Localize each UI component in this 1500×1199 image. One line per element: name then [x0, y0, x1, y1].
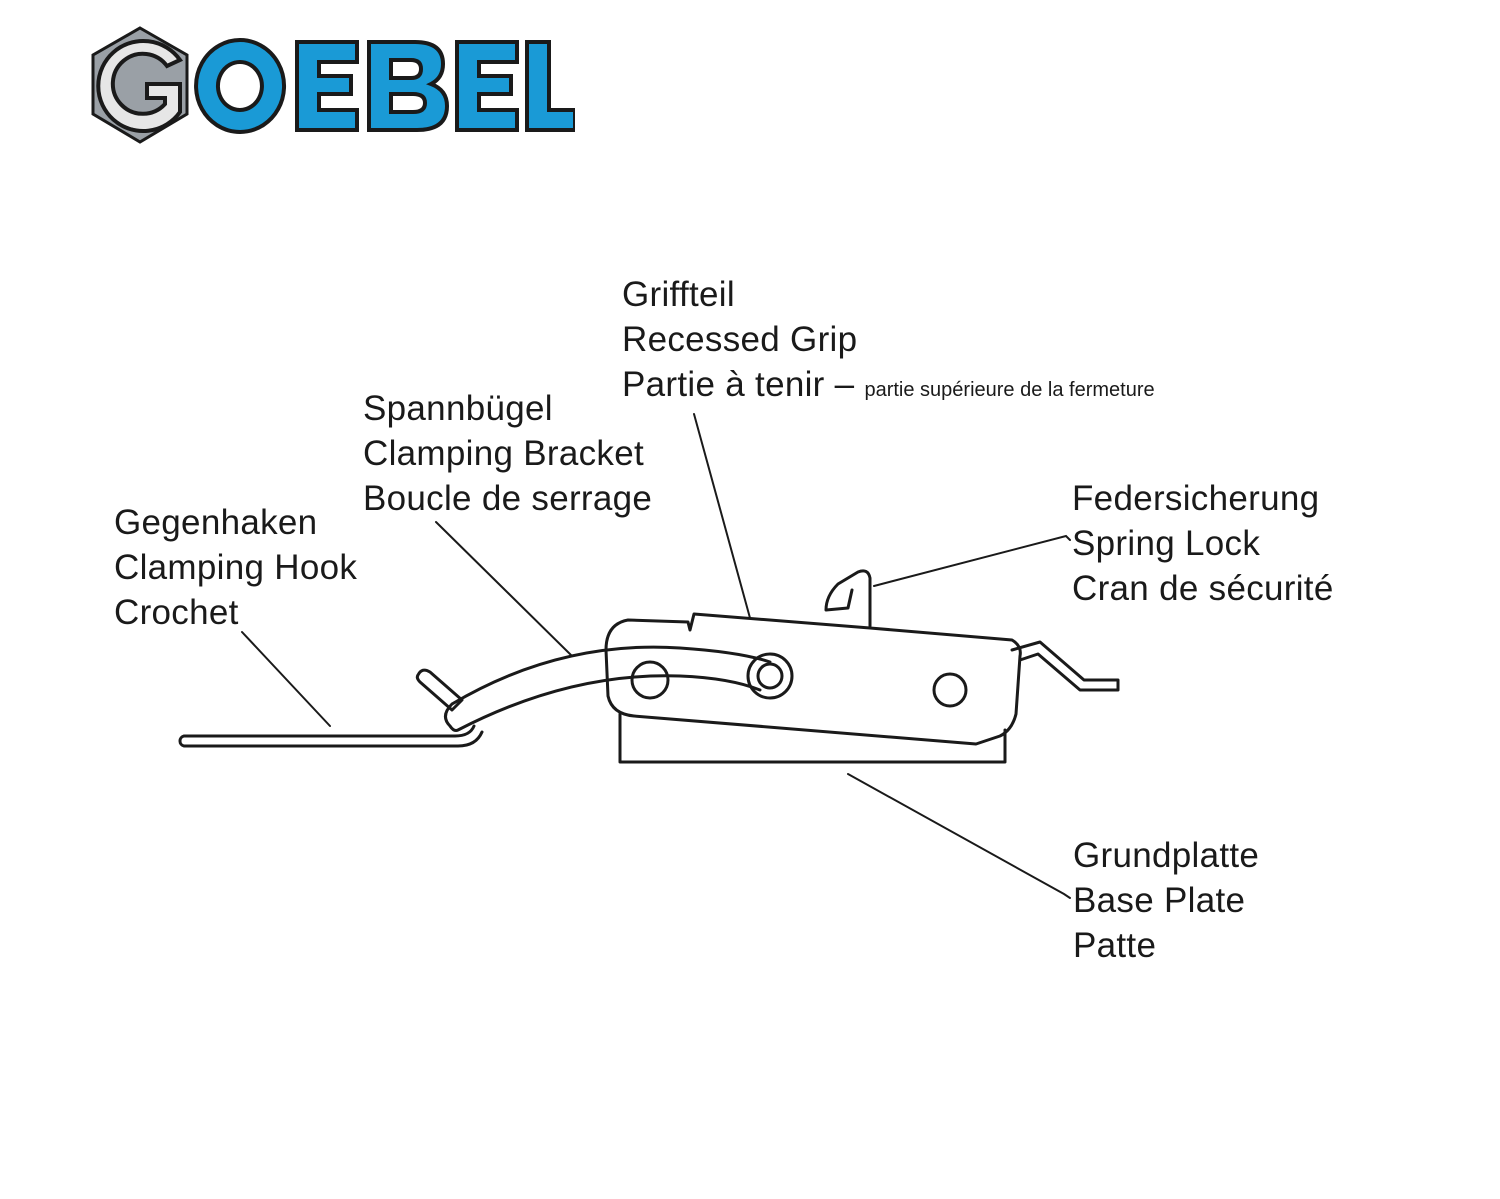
spring-lock-shape	[824, 569, 872, 628]
logo-letter-l	[525, 40, 575, 132]
label-griffteil-en: Recessed Grip	[622, 320, 858, 359]
logo-letter-o	[194, 38, 287, 134]
grip-body-shape	[604, 612, 1022, 746]
logo-letter-e1	[295, 40, 359, 132]
rivet-middle-inner	[756, 662, 784, 690]
leader-grundplatte	[847, 773, 1071, 899]
label-gegenhaken: Gegenhaken Clamping Hook Crochet	[114, 500, 357, 635]
rivet-left	[630, 660, 670, 700]
label-griffteil-fr: Partie à tenir –	[622, 365, 855, 404]
logo-letter-e2	[455, 40, 519, 132]
label-spannbugel-fr: Boucle de serrage	[363, 479, 653, 518]
base-plate-shape	[618, 712, 1007, 764]
label-federsicherung-en: Spring Lock	[1072, 524, 1261, 563]
label-griffteil: Griffteil Recessed Grip Partie à tenir –…	[622, 272, 1155, 413]
clamping-hook-shape	[178, 724, 484, 748]
label-grundplatte: Grundplatte Base Plate Patte	[1073, 833, 1259, 968]
label-spannbugel: Spannbügel Clamping Bracket Boucle de se…	[363, 386, 652, 521]
label-griffteil-de: Griffteil	[622, 275, 735, 314]
hook-tab	[415, 668, 464, 712]
label-federsicherung-fr: Cran de sécurité	[1072, 569, 1334, 608]
goebel-logo	[91, 26, 575, 144]
logo-letter-g	[96, 39, 184, 133]
logo-letter-b	[367, 40, 450, 132]
label-gegenhaken-de: Gegenhaken	[114, 503, 318, 542]
label-gegenhaken-en: Clamping Hook	[114, 548, 358, 587]
rivet-middle-outer	[746, 652, 794, 700]
leader-griffteil	[693, 413, 751, 619]
label-gegenhaken-fr: Crochet	[114, 593, 239, 632]
label-spannbugel-en: Clamping Bracket	[363, 434, 645, 473]
clamping-bracket-shape	[444, 645, 772, 732]
label-grundplatte-en: Base Plate	[1073, 881, 1246, 920]
label-federsicherung: Federsicherung Spring Lock Cran de sécur…	[1072, 476, 1334, 611]
leader-spannbugel	[435, 521, 573, 657]
label-griffteil-fr-line: Partie à tenir – partie supérieure de la…	[622, 362, 1155, 413]
leader-gegenhaken	[241, 631, 331, 727]
leader-federsicherung	[873, 534, 1071, 587]
label-grundplatte-de: Grundplatte	[1073, 836, 1260, 875]
rivet-right	[932, 672, 968, 708]
label-federsicherung-de: Federsicherung	[1072, 479, 1320, 518]
label-grundplatte-fr: Patte	[1073, 926, 1157, 965]
label-spannbugel-de: Spannbügel	[363, 389, 553, 428]
label-griffteil-fr-note: partie supérieure de la fermeture	[864, 379, 1155, 401]
spring-tongue	[1010, 640, 1120, 692]
